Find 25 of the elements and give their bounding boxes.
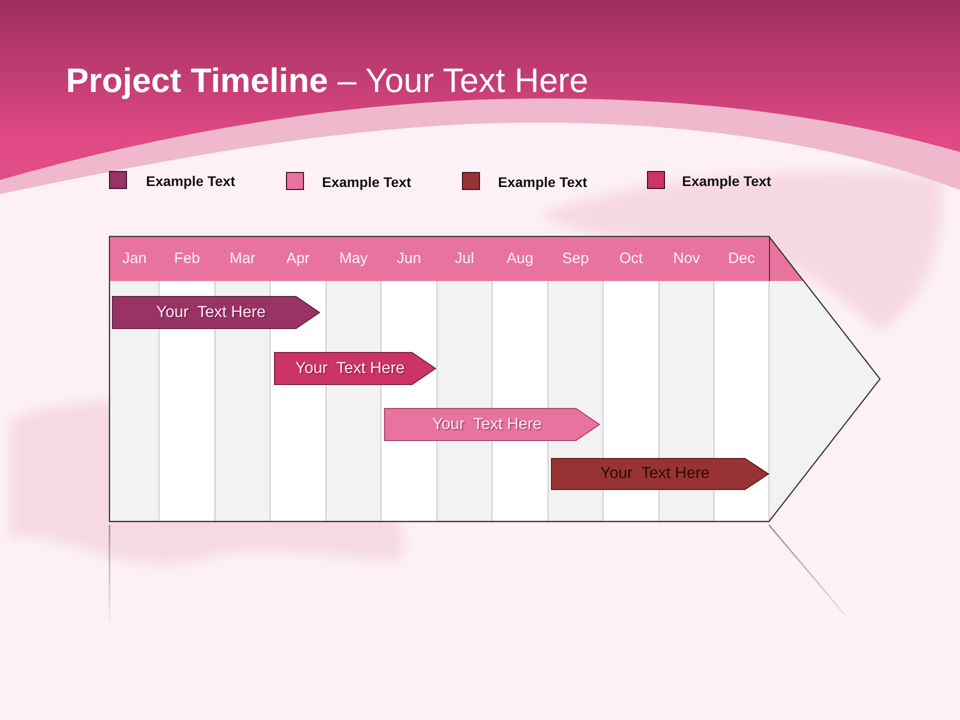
month-header: May (326, 236, 382, 281)
month-header: Dec (714, 236, 770, 281)
legend-label: Example Text (322, 173, 412, 191)
legend-label: Example Text (682, 172, 772, 190)
month-header: Mar (215, 236, 271, 281)
month-header: Nov (659, 236, 715, 281)
title: Project Timeline – Your Text Here (66, 61, 588, 102)
month-header: Jan (109, 236, 160, 281)
legend-label: Example Text (498, 173, 588, 191)
month-header: Aug (492, 236, 549, 281)
month-header: Jul (437, 236, 493, 281)
month-header: Jun (381, 236, 438, 281)
task-label: Your Text Here (432, 414, 542, 434)
legend-label: Example Text (146, 172, 236, 190)
task-label: Your Text Here (600, 464, 710, 484)
task-bar (551, 458, 769, 490)
month-header: Sep (548, 236, 604, 281)
task-label: Your Text Here (156, 302, 266, 322)
month-header: Oct (603, 236, 660, 281)
month-header: Feb (159, 236, 216, 281)
task-bar (112, 296, 320, 329)
task-label: Your Text Here (295, 358, 405, 378)
task-bar (274, 352, 436, 385)
month-header: Apr (270, 236, 327, 281)
task-bar (384, 408, 600, 441)
